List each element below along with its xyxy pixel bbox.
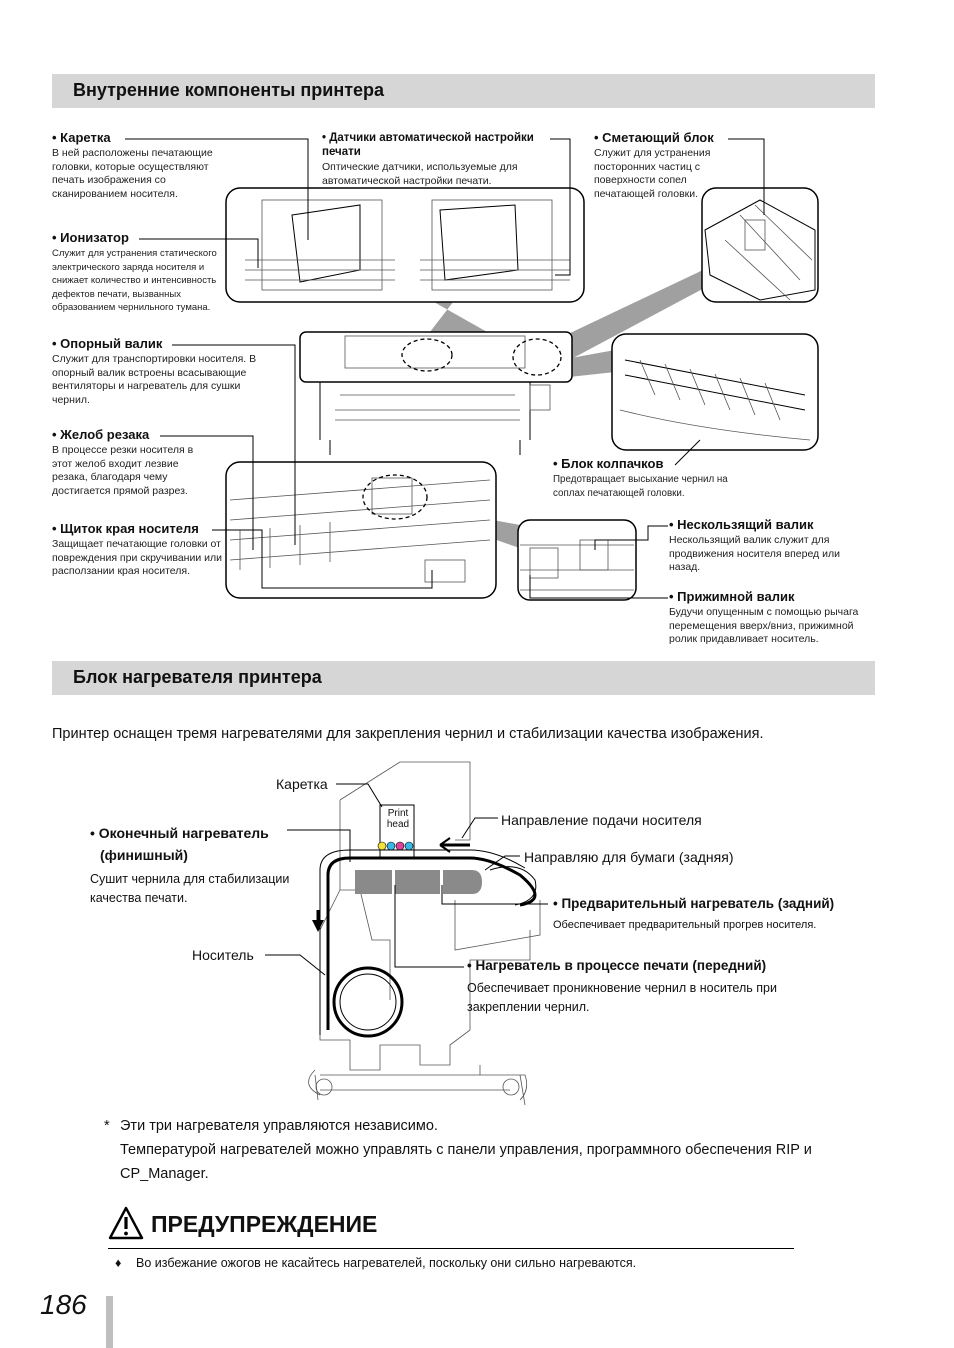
page-number: 186: [40, 1289, 87, 1320]
warning-text: Во избежание ожогов не касайтесь нагрева…: [136, 1256, 637, 1270]
diagram-label-carriage: Каретка: [276, 776, 328, 792]
note-line-1: Эти три нагревателя управляются независи…: [120, 1118, 438, 1134]
printer-overview-image: [299, 331, 573, 455]
diagram-label-after-heater: • Оконечный нагреватель (финишный) Сушит…: [90, 825, 290, 905]
warning-triangle-icon: [108, 1206, 144, 1240]
section-title: Блок нагревателя принтера: [73, 667, 322, 687]
carriage-detail-image: [225, 187, 585, 303]
zoom-wedge-capping: [560, 350, 615, 378]
section-heading-components: Внутренние компоненты принтера: [52, 74, 875, 108]
label-wiper: • Сметающий блок Служит для устранения п…: [594, 130, 714, 200]
label-platen: • Опорный валик Служит для транспортиров…: [52, 336, 257, 406]
warning-bullet: ♦: [115, 1256, 122, 1270]
label-grit-roller: • Нескользящий валик Нескользящий валик …: [669, 517, 840, 574]
diagram-label-pre-heater: • Предварительный нагреватель (задний) О…: [553, 896, 835, 931]
note-marker: *: [104, 1118, 110, 1134]
label-pinch-roller: • Прижимной валик Будучи опущенным с пом…: [669, 589, 859, 646]
print-head-label: Print head: [386, 808, 410, 830]
section-title: Внутренние компоненты принтера: [73, 80, 385, 100]
diagram-label-media: Носитель: [192, 947, 254, 963]
section-heading-heaters: Блок нагревателя принтера: [52, 661, 875, 695]
diagram-label-print-heater: • Нагреватель в процессе печати (передни…: [467, 958, 777, 1014]
label-sensors: • Датчики автоматической настройки печат…: [322, 132, 534, 187]
diagram-label-rear-guide: Направляю для бумаги (задняя): [524, 849, 734, 865]
capping-detail-image: [611, 333, 819, 451]
platen-detail-image: [225, 461, 497, 599]
label-cutter-groove: • Желоб резака В процессе резки носителя…: [52, 427, 194, 497]
zoom-wedge-wiper: [545, 270, 710, 365]
roller-detail-image: [517, 519, 637, 601]
warning-header: ПРЕДУПРЕЖДЕНИЕ: [108, 1204, 794, 1249]
label-ionizer: • Ионизатор Служит для устранения статич…: [52, 230, 217, 314]
wiper-detail-image: [701, 187, 819, 303]
label-edge-guard: • Щиток края носителя Защищает печатающи…: [52, 521, 222, 578]
page-number-bar: [106, 1296, 113, 1348]
heater-intro: Принтер оснащен тремя нагревателями для …: [52, 726, 764, 742]
label-carriage: • Каретка В ней расположены печатающие г…: [52, 130, 213, 200]
note-line-2: Температурой нагревателей можно управлят…: [120, 1142, 812, 1182]
warning-title: ПРЕДУПРЕЖДЕНИЕ: [151, 1211, 378, 1237]
heater-diagram: [265, 761, 548, 1106]
diagram-label-feed-direction: Направление подачи носителя: [501, 812, 702, 828]
label-capping: • Блок колпачков Предотвращает высыхание…: [553, 456, 728, 499]
